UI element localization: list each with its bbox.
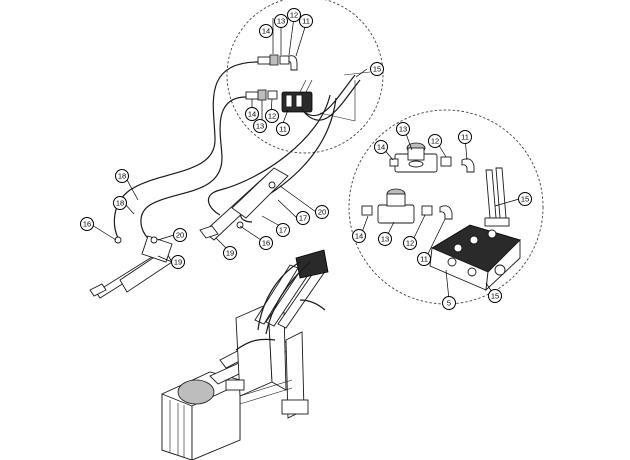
valve-body — [429, 224, 521, 292]
svg-text:17: 17 — [279, 226, 287, 235]
top-detail-view — [226, 0, 384, 154]
callout-15-detail-a: 15 — [518, 192, 532, 206]
svg-text:5: 5 — [447, 299, 451, 308]
top-fittings-lower — [245, 89, 278, 101]
callout-14-detail-b: 14 — [352, 229, 366, 243]
callout-12-mid: 12 — [265, 109, 279, 123]
svg-text:13: 13 — [399, 125, 407, 134]
svg-text:12: 12 — [431, 137, 439, 146]
detail-tee-lower — [377, 188, 415, 224]
svg-text:18: 18 — [116, 199, 124, 208]
svg-text:20: 20 — [318, 208, 326, 217]
callout-5-detail: 5 — [442, 296, 456, 310]
callout-11-detail-b: 11 — [417, 252, 431, 266]
backhoe-frame — [161, 249, 329, 460]
callout-14-mid: 14 — [245, 107, 259, 121]
callout-12-top: 12 — [287, 8, 301, 22]
svg-text:18: 18 — [118, 172, 126, 181]
svg-text:14: 14 — [377, 143, 385, 152]
svg-text:11: 11 — [461, 133, 469, 142]
svg-text:15: 15 — [521, 195, 529, 204]
callout-13-mid: 13 — [253, 119, 267, 133]
svg-text:13: 13 — [381, 235, 389, 244]
callout-15-detail-b: 15 — [488, 289, 502, 303]
svg-text:11: 11 — [302, 17, 310, 26]
top-fittings-upper — [257, 54, 298, 71]
callout-16-mid: 16 — [259, 236, 273, 250]
svg-text:16: 16 — [83, 220, 91, 229]
callout-20-mid: 20 — [315, 205, 329, 219]
svg-text:19: 19 — [174, 258, 182, 267]
svg-text:19: 19 — [226, 249, 234, 258]
callout-13-detail-b: 13 — [378, 232, 392, 246]
callout-14-detail: 14 — [374, 140, 388, 154]
callout-15-top: 15 — [370, 62, 384, 76]
callout-11-top: 11 — [299, 14, 313, 28]
callout-18-a: 18 — [115, 169, 129, 183]
svg-text:12: 12 — [290, 11, 298, 20]
callout-12-detail-b: 12 — [403, 236, 417, 250]
svg-text:12: 12 — [406, 239, 414, 248]
svg-text:17: 17 — [299, 214, 307, 223]
left-cylinder — [89, 235, 173, 299]
callout-16-left: 16 — [80, 217, 94, 231]
right-detail-view — [348, 109, 544, 305]
callout-13-top: 13 — [274, 14, 288, 28]
callout-20-left: 20 — [173, 228, 187, 242]
callouts: 11 12 13 14 15 14 13 12 11 18 18 16 20 1… — [80, 8, 532, 310]
callout-13-detail: 13 — [396, 122, 410, 136]
svg-text:14: 14 — [248, 110, 256, 119]
svg-text:16: 16 — [262, 239, 270, 248]
callout-11-mid: 11 — [276, 122, 290, 136]
svg-text:20: 20 — [176, 231, 184, 240]
callout-19-left: 19 — [171, 255, 185, 269]
callout-12-detail: 12 — [428, 134, 442, 148]
callout-19-mid: 19 — [223, 246, 237, 260]
svg-text:15: 15 — [373, 65, 381, 74]
callout-17-right: 17 — [296, 211, 310, 225]
svg-text:11: 11 — [420, 255, 428, 264]
svg-text:11: 11 — [279, 125, 287, 134]
top-valve-block — [281, 79, 313, 113]
svg-text:14: 14 — [355, 232, 363, 241]
callout-14-top: 14 — [259, 24, 273, 38]
svg-text:12: 12 — [268, 112, 276, 121]
callout-18-b: 18 — [113, 196, 127, 210]
svg-text:13: 13 — [277, 17, 285, 26]
control-handles — [484, 167, 510, 227]
svg-text:15: 15 — [491, 292, 499, 301]
callout-11-detail: 11 — [458, 130, 472, 144]
callout-17-mid: 17 — [276, 223, 290, 237]
svg-text:14: 14 — [262, 27, 270, 36]
middle-cylinder — [199, 167, 289, 241]
detail-tee-upper — [394, 142, 438, 173]
svg-text:13: 13 — [256, 122, 264, 131]
